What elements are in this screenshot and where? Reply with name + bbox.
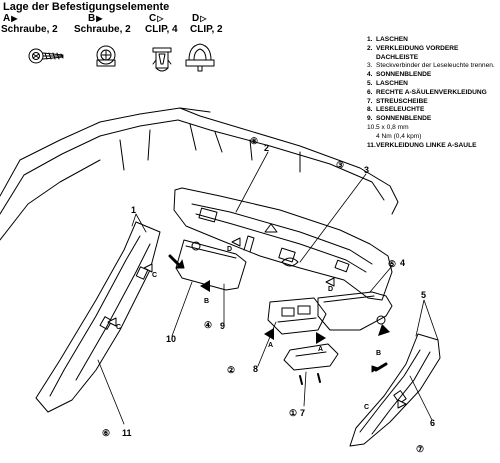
callout-6: 6 [430,418,436,428]
fastener-a-letter: A [3,13,11,24]
fastener-c-mark: C [152,272,158,279]
legend-item: 5.LASCHEN [367,79,408,87]
legend-item: 3.Steckverbinder der Leseleuchte trennen… [367,62,495,70]
legend-item: 4 Nm (0,4 kpm) [376,132,422,140]
callout-3: 3 [364,165,370,175]
fastener-a-desc: Schraube, 2 [1,24,58,35]
legend-item: 2.VERKLEIDUNG VORDERE DACHLEISTE [367,44,459,61]
fastener-d-desc: CLIP, 2 [190,24,223,35]
fastener-a-header: A▶ [3,13,17,24]
ref-8-circled: ⑧ [250,136,259,146]
legend-item: 11.VERKLEIDUNG LINKE A-SAULE [367,141,477,149]
callout-4: 4 [400,258,406,268]
fastener-a-mark: A [268,342,274,349]
right-sun-visor [317,291,393,331]
legend-item: 8.LESELEUCHTE [367,106,425,114]
legend-item: 7.STREUSCHEIBE [367,97,428,105]
legend-item: 4.SONNENBLENDE [367,71,432,79]
lamp-lens [283,343,339,371]
callout-8: 8 [253,364,259,374]
fastener-d-header: D▷ [192,13,206,24]
clip-c-icon [152,47,172,72]
screw-b-arrow [200,280,210,292]
legend-item: 9.SONNENBLENDE [367,115,432,123]
screw-a-icon [28,48,64,64]
fastener-c-mark: C [116,324,122,331]
legend-item: 1.LASCHEN [367,36,408,43]
screw-a-arrow [264,328,274,340]
fastener-c-letter: C [149,13,157,24]
reading-lamp [267,297,327,335]
fastener-d-mark: D [328,286,334,293]
page-title: Lage der Befestigungselemente [3,1,170,13]
callout-1: 1 [131,205,137,215]
screw-b-arrow [378,324,390,336]
fastener-b-symbol: ▶ [96,14,103,23]
ref-3-circled: ③ [336,160,345,170]
fastener-b-letter: B [88,13,96,24]
fastener-c-symbol: ▷ [157,14,164,23]
ref-2-circled: ② [227,365,236,375]
leader-lines [97,151,439,425]
callout-7: 7 [300,408,306,418]
fastener-b-mark: B [376,350,382,357]
fastener-c-header: C▷ [149,13,163,24]
ref-1-circled: ① [289,408,298,418]
fastener-c-desc: CLIP, 4 [145,24,178,35]
fastener-d-mark: D [227,246,233,253]
parts-legend: 1.LASCHEN 2.VERKLEIDUNG VORDERE DACHLEIS… [367,36,499,150]
left-a-pillar-trim [35,221,161,413]
screw-a-arrow [316,332,326,344]
fastener-b-mark: B [204,298,210,305]
callout-10: 10 [166,334,177,344]
callout-5: 5 [421,290,427,300]
fastener-b-header: B▶ [88,13,102,24]
legend-item: 10.5 x 0,8 mm [367,123,409,131]
clip-arrows [107,237,407,409]
fastener-d-letter: D [192,13,200,24]
legend-item: 6.RECHTE A-SÄULENVERKLEIDUNG [367,88,487,96]
fastener-b-desc: Schraube, 2 [74,24,131,35]
windshield-frame [0,107,399,241]
clip-d-icon [185,43,215,72]
removal-arrows [168,254,388,385]
front-roof-trim [173,187,393,301]
fastener-d-symbol: ▷ [200,14,207,23]
callout-2: 2 [264,143,270,153]
right-a-pillar-trim [349,333,441,447]
callout-9: 9 [220,321,226,331]
fastener-c-mark: C [364,404,370,411]
callout-11: 11 [122,428,132,438]
ref-6-circled: ⑥ [102,428,111,438]
left-sun-visor [175,235,255,291]
fastener-a-mark: A [318,346,324,353]
fastener-a-symbol: ▶ [11,14,18,23]
screw-b-icon [96,45,116,67]
ref-7-circled: ⑦ [416,444,425,454]
screw-arrows [200,280,390,344]
ref-4-circled: ④ [204,320,213,330]
ref-5-circled: ⑤ [388,259,397,269]
